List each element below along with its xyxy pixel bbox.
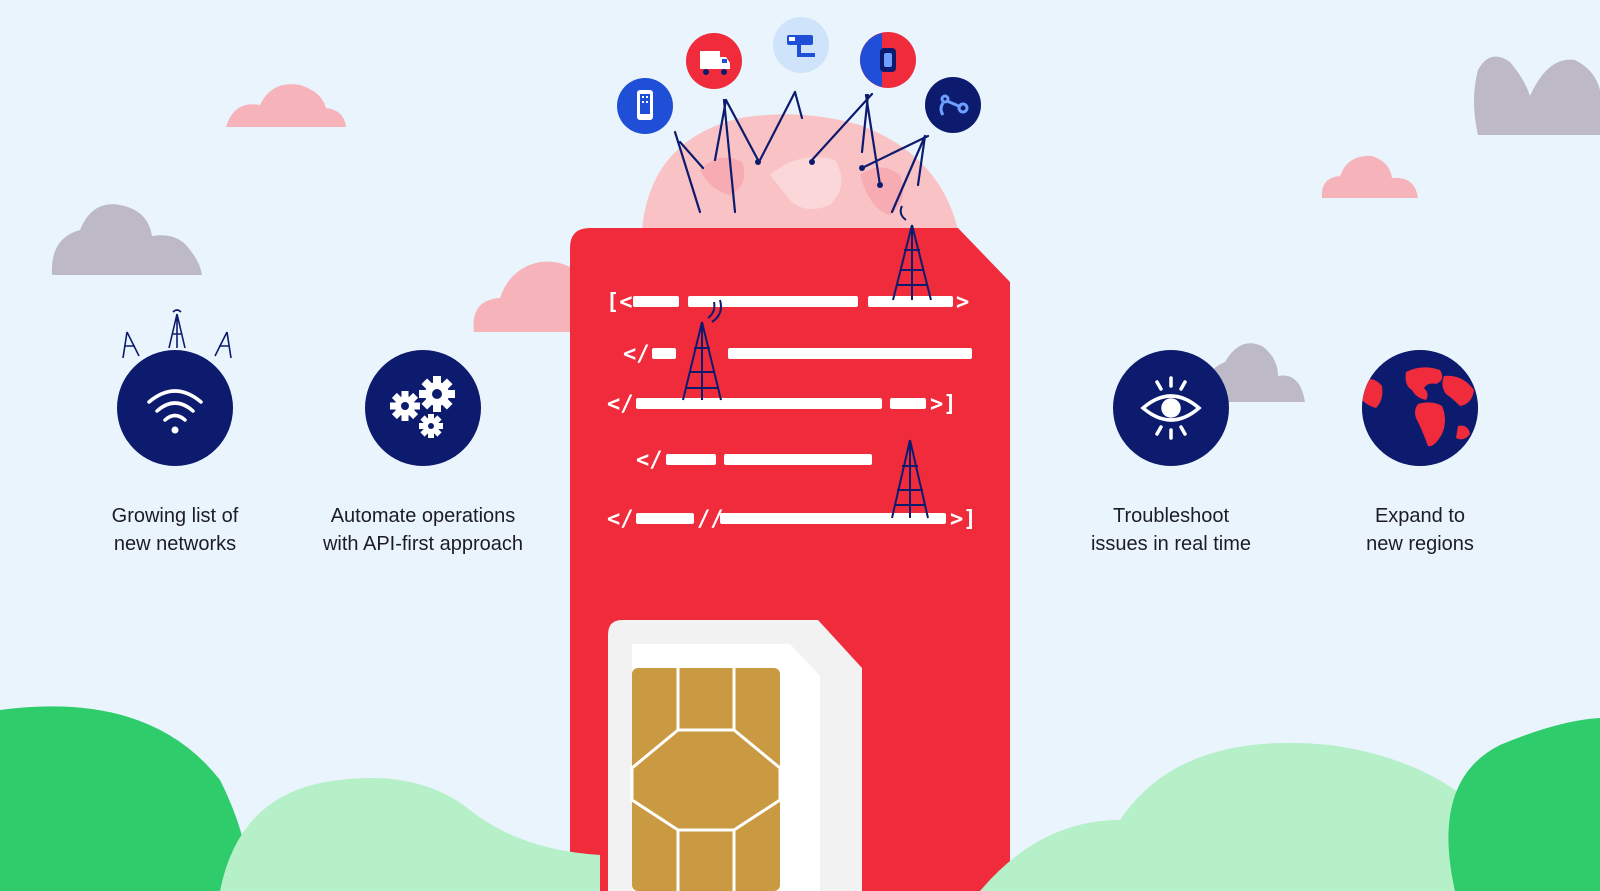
glyph-2: </ (623, 342, 650, 367)
wifi-icon (117, 350, 233, 466)
feature-networks-line2: new networks (113, 533, 237, 555)
glyph-6: </ (607, 507, 634, 532)
glyph-8: >] (950, 507, 977, 532)
globe-icon (1362, 350, 1478, 466)
feature-troubleshoot-line2: issues in real time (1090, 533, 1252, 555)
glyph-4: >] (930, 392, 957, 417)
feature-automate-line2: with API-first approach (322, 533, 524, 555)
feature-troubleshoot-line1: Troubleshoot (1113, 505, 1229, 527)
feature-troubleshoot-caption: Troubleshoot issues in real time (1051, 502, 1291, 558)
cloud-grey-left (51, 204, 202, 275)
cloud-pink-right (1321, 155, 1418, 198)
smartwatch-icon (860, 32, 916, 88)
cloud-grey-mid-right (1204, 343, 1305, 402)
feature-troubleshoot: Troubleshoot issues in real time (1051, 350, 1291, 570)
feature-automate: Automate operations with API-first appro… (303, 350, 543, 570)
robot-arm-icon (925, 77, 981, 133)
connection-lines (673, 90, 930, 214)
feature-expand-line1: Expand to (1374, 505, 1466, 527)
security-camera-icon (773, 17, 829, 73)
feature-expand-caption: Expand to new regions (1300, 502, 1540, 558)
cloud-pink-sim (473, 261, 575, 332)
tower-cluster-icon (122, 309, 232, 359)
eye-icon (1113, 350, 1229, 466)
glyph-5: </ (636, 448, 663, 473)
feature-automate-line1: Automate operations (330, 505, 516, 527)
connection-nodes (755, 159, 883, 188)
gears-icon (365, 350, 481, 466)
feature-networks-caption: Growing list of new networks (55, 502, 295, 558)
truck-icon (686, 33, 742, 89)
feature-automate-caption: Automate operations with API-first appro… (303, 502, 543, 558)
cell-tower-icon (682, 205, 932, 519)
glyph-0: [< (606, 290, 633, 315)
smartphone-icon (617, 78, 673, 134)
feature-networks-line1: Growing list of (111, 505, 239, 527)
glyph-3: </ (607, 392, 634, 417)
cloud-pink-left (226, 84, 346, 127)
glyph-7: // (697, 507, 724, 532)
sim-chip (630, 668, 782, 891)
glyph-1: > (956, 290, 969, 315)
feature-expand-line2: new regions (1366, 533, 1474, 555)
sim-code-glyphs: [< > </ </ >] </ </ // >] (606, 290, 977, 532)
sim-code-bars (633, 296, 972, 524)
feature-networks: Growing list of new networks (55, 309, 295, 570)
pink-globe (642, 114, 958, 230)
cloud-grey-right (1474, 56, 1600, 135)
feature-expand: Expand to new regions (1300, 350, 1540, 570)
hills (0, 706, 1600, 891)
